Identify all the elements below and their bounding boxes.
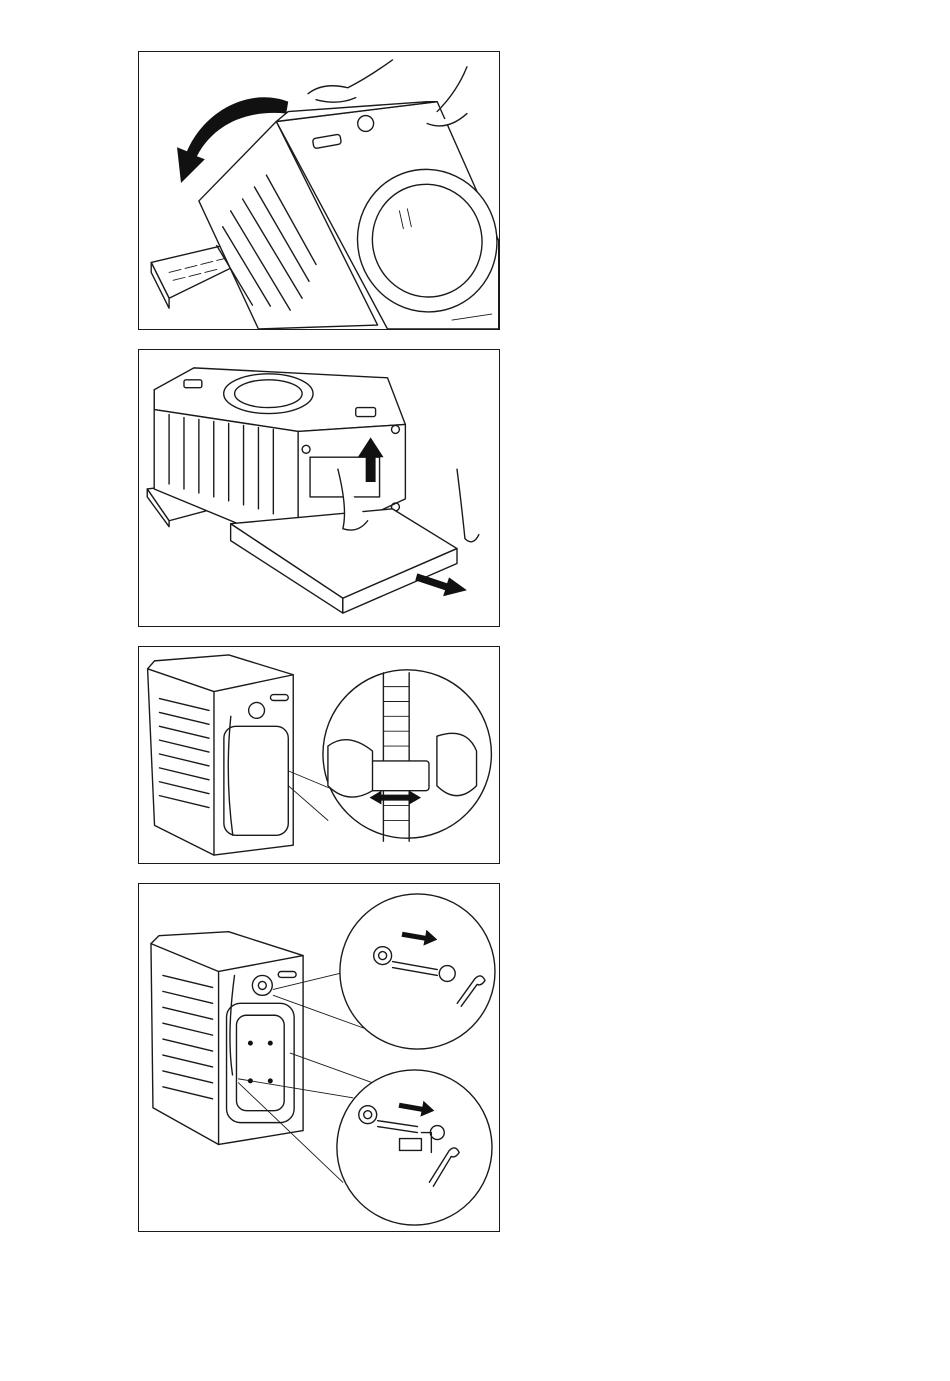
illustration-transit-bolts: [139, 884, 499, 1231]
figure-remove-transit-bolts: [138, 883, 500, 1232]
washing-machine-back: [148, 655, 294, 855]
detail-upper-bolt: [273, 894, 495, 1049]
figure-release-hose-clip: [138, 646, 500, 864]
washing-machine-back-2: [151, 932, 303, 1145]
arrow-out-icon: [415, 573, 467, 596]
illustration-remove-base: [139, 350, 499, 626]
washing-machine-tilted: [199, 102, 499, 329]
detail-magnifier: [288, 670, 491, 841]
illustration-hose-clip: [139, 647, 499, 863]
figure-tilt-machine-backwards: [138, 51, 500, 330]
figure-remove-polystyrene-base: [138, 349, 500, 627]
illustration-tilt-machine: [139, 52, 499, 329]
